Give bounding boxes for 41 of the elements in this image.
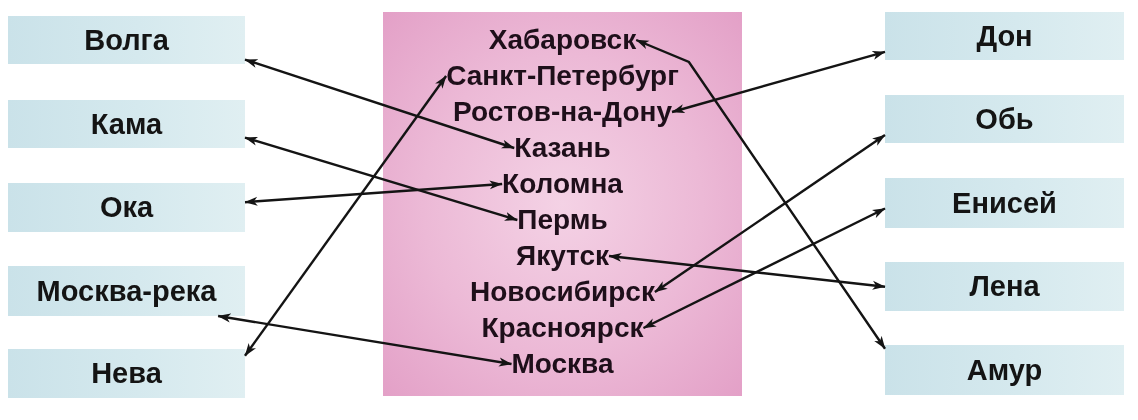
double-headed-arrow — [217, 313, 512, 367]
city-name: Красноярск — [481, 310, 644, 346]
river-box — [8, 183, 245, 232]
city-name: Санкт-Петербург — [446, 58, 679, 94]
river-name: Амур — [966, 353, 1043, 387]
city-name: Хабаровск — [488, 22, 637, 58]
city-name: Коломна — [502, 166, 623, 202]
city-name: Казань — [514, 130, 611, 166]
river-box — [885, 262, 1124, 311]
double-headed-arrow — [642, 207, 886, 330]
river-name: Нева — [91, 357, 162, 390]
river-name: Лена — [969, 270, 1040, 303]
river-box — [885, 178, 1124, 228]
double-headed-arrow — [244, 136, 518, 222]
double-headed-arrow — [244, 180, 503, 206]
river-name: Ока — [99, 191, 154, 224]
river-name: Обь — [975, 102, 1034, 136]
river-box — [885, 345, 1124, 395]
city-name: Ростов-на-Дону — [453, 94, 672, 130]
double-headed-arrow — [244, 75, 448, 357]
river-box — [885, 95, 1124, 143]
city-name: Новосибирск — [470, 274, 655, 310]
river-box — [8, 266, 245, 316]
city-name: Якутск — [516, 238, 609, 274]
river-name: Кама — [90, 107, 163, 141]
double-headed-arrow — [654, 134, 886, 293]
river-name: Москва-река — [36, 274, 217, 308]
double-headed-arrow — [608, 252, 886, 290]
double-headed-arrow — [635, 38, 886, 350]
river-name: Волга — [84, 23, 169, 57]
double-headed-arrow — [671, 50, 886, 114]
city-name: Пермь — [517, 202, 608, 238]
river-name: Дон — [976, 19, 1033, 53]
river-box — [8, 100, 245, 148]
city-name: Москва — [511, 346, 614, 382]
river-box — [8, 16, 245, 64]
river-name: Енисей — [952, 186, 1057, 220]
double-headed-arrow — [244, 58, 515, 150]
river-box — [8, 349, 245, 398]
river-box — [885, 12, 1124, 60]
city-panel — [383, 12, 742, 396]
